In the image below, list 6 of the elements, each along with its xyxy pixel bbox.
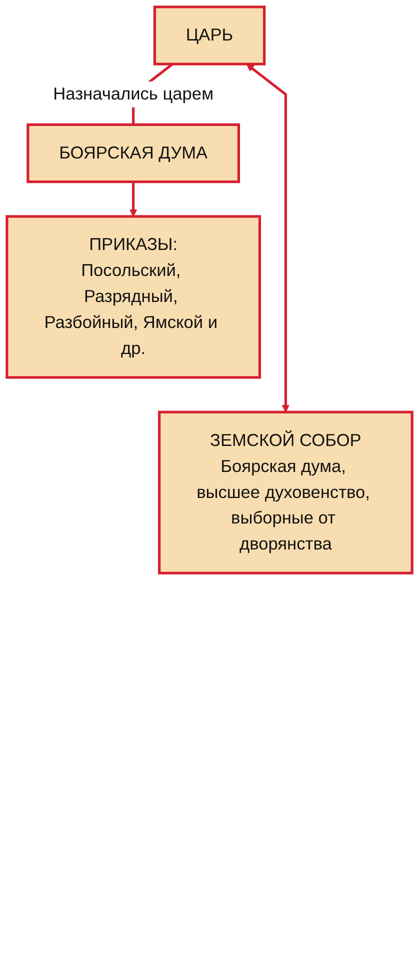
process-box: БОЯРСКАЯ ДУМА — [26, 123, 240, 184]
process-box: ПРИКАЗЫ: Посольский, Разрядный, Разбойный, Ямской и др. — [6, 215, 261, 379]
process-box: ЗЕМСКОЙ СОБОР Боярская дума, высшее духовенство, выборные от дворянства — [158, 410, 414, 574]
process-box: ЦАРЬ — [153, 6, 266, 66]
arrow — [130, 182, 138, 217]
arrow — [246, 64, 290, 412]
